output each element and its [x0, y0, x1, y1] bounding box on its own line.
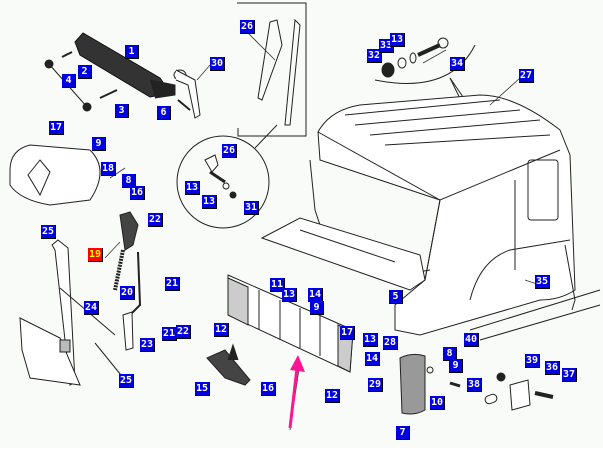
part-callout[interactable]: 15 [195, 382, 211, 396]
part-callout[interactable]: 9 [92, 137, 106, 151]
part-callout[interactable]: 37 [562, 368, 578, 382]
parts-drawing [9, 2, 601, 431]
part-callout[interactable]: 40 [464, 333, 480, 347]
part-callout[interactable]: 39 [525, 354, 541, 368]
part-callout[interactable]: 31 [244, 201, 260, 215]
detail-circle [176, 135, 270, 229]
part-callout[interactable]: 13 [390, 33, 406, 47]
part-callout[interactable]: 16 [130, 186, 146, 200]
part-callout[interactable]: 21 [162, 327, 178, 341]
part-callout[interactable]: 8 [122, 174, 136, 188]
part-callout[interactable]: 13 [202, 195, 218, 209]
part-callout[interactable]: 14 [308, 288, 324, 302]
diagram-canvas: 1 2 3 4 6 30 17 9 26 26 13 13 31 32 33 1… [9, 2, 601, 440]
part-callout[interactable]: 17 [49, 121, 65, 135]
part-callout[interactable]: 30 [210, 57, 226, 71]
part-callout[interactable]: 32 [367, 49, 383, 63]
part-callout[interactable]: 26 [240, 20, 256, 34]
part-callout[interactable]: 14 [365, 352, 381, 366]
part-callout[interactable]: 29 [368, 378, 384, 392]
part-callout[interactable]: 12 [214, 323, 230, 337]
part-callout[interactable]: 7 [396, 426, 410, 440]
part-callout[interactable]: 38 [467, 378, 483, 392]
part-callout[interactable]: 5 [389, 290, 403, 304]
part-callout[interactable]: 13 [282, 288, 298, 302]
part-callout[interactable]: 24 [84, 301, 100, 315]
part-callout[interactable]: 27 [519, 69, 535, 83]
part-callout[interactable]: 23 [140, 338, 156, 352]
wiper-frame [237, 2, 307, 149]
indicator-arrow [288, 355, 305, 429]
part-callout[interactable]: 36 [545, 361, 561, 375]
part-callout[interactable]: 1 [125, 45, 139, 59]
part-callout[interactable]: 6 [157, 106, 171, 120]
part-callout[interactable]: 4 [62, 74, 76, 88]
cab-body [260, 94, 601, 341]
lamp-housing [399, 353, 554, 415]
part-callout[interactable]: 20 [120, 286, 136, 300]
fasteners-top-left [44, 51, 191, 112]
part-callout[interactable]: 25 [41, 225, 57, 239]
part-callout[interactable]: 17 [340, 326, 356, 340]
part-callout[interactable]: 28 [383, 336, 399, 350]
part-callout[interactable]: 13 [363, 333, 379, 347]
part-callout[interactable]: 11 [270, 278, 286, 292]
part-callout[interactable]: 16 [261, 382, 277, 396]
part-callout[interactable]: 13 [185, 181, 201, 195]
side-panel [9, 144, 142, 386]
lower-bracket [206, 343, 251, 386]
part-callout[interactable]: 9 [310, 301, 324, 315]
part-callout[interactable]: 35 [535, 275, 551, 289]
part-callout-highlighted[interactable]: 19 [88, 248, 104, 262]
part-callout[interactable]: 22 [176, 325, 192, 339]
clamp-part [173, 69, 201, 119]
part-callout[interactable]: 10 [430, 396, 446, 410]
part-callout[interactable]: 21 [165, 277, 181, 291]
part-callout[interactable]: 25 [119, 374, 135, 388]
part-callout[interactable]: 3 [115, 104, 129, 118]
part-callout[interactable]: 26 [222, 144, 238, 158]
part-callout[interactable]: 18 [101, 162, 117, 176]
part-callout[interactable]: 9 [449, 359, 463, 373]
bracket-part [74, 32, 176, 99]
part-callout[interactable]: 12 [325, 389, 341, 403]
part-callout[interactable]: 34 [450, 57, 466, 71]
part-callout[interactable]: 2 [78, 65, 92, 79]
part-callout[interactable]: 22 [148, 213, 164, 227]
